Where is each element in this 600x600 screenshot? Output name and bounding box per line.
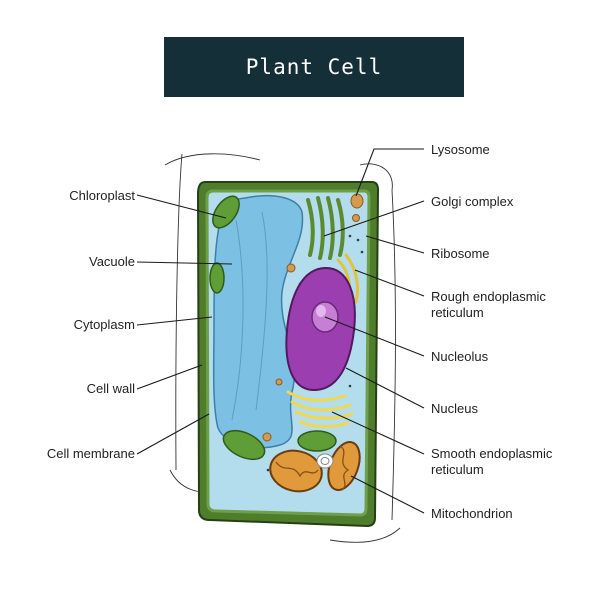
chloroplast <box>212 195 240 229</box>
chloroplast <box>209 262 225 294</box>
label-golgi-complex: Golgi complex <box>431 194 514 209</box>
label-vacuole: Vacuole <box>89 254 135 269</box>
vacuole-highlight <box>231 219 244 421</box>
lysosome <box>286 263 296 273</box>
title-banner: Plant Cell <box>164 37 464 97</box>
label-smooth-er-line2: reticulum <box>431 462 484 477</box>
mitochondrion <box>327 441 361 491</box>
nucleolus-highlight <box>316 305 326 317</box>
label-nucleolus: Nucleolus <box>431 349 489 364</box>
mitochondrion <box>269 449 323 493</box>
lysosome <box>350 193 364 209</box>
label-nucleus: Nucleus <box>431 401 478 416</box>
label-lysosome: Lysosome <box>431 142 490 157</box>
label-rough-er-line2: reticulum <box>431 305 484 320</box>
chloroplast <box>222 429 266 461</box>
diagram-title: Plant Cell <box>245 55 383 79</box>
label-cell-wall: Cell wall <box>87 381 136 396</box>
neighbor-cell-outlines <box>164 153 401 543</box>
vacuole-highlight <box>255 211 268 411</box>
lysosome <box>262 432 272 442</box>
vesicle <box>320 457 330 465</box>
label-chloroplast: Chloroplast <box>69 188 135 203</box>
chloroplast <box>297 430 337 452</box>
lysosome <box>275 378 283 386</box>
label-mitochondrion: Mitochondrion <box>431 506 513 521</box>
leader-lines <box>136 148 425 514</box>
vesicle <box>316 453 334 469</box>
label-smooth-er-line1: Smooth endoplasmic <box>431 446 553 461</box>
lysosome <box>352 214 360 222</box>
label-ribosome: Ribosome <box>431 246 490 261</box>
smooth-endoplasmic-reticulum <box>286 390 354 429</box>
label-cell-membrane: Cell membrane <box>47 446 135 461</box>
label-cytoplasm: Cytoplasm <box>74 317 135 332</box>
label-rough-er-line1: Rough endoplasmic <box>431 289 546 304</box>
